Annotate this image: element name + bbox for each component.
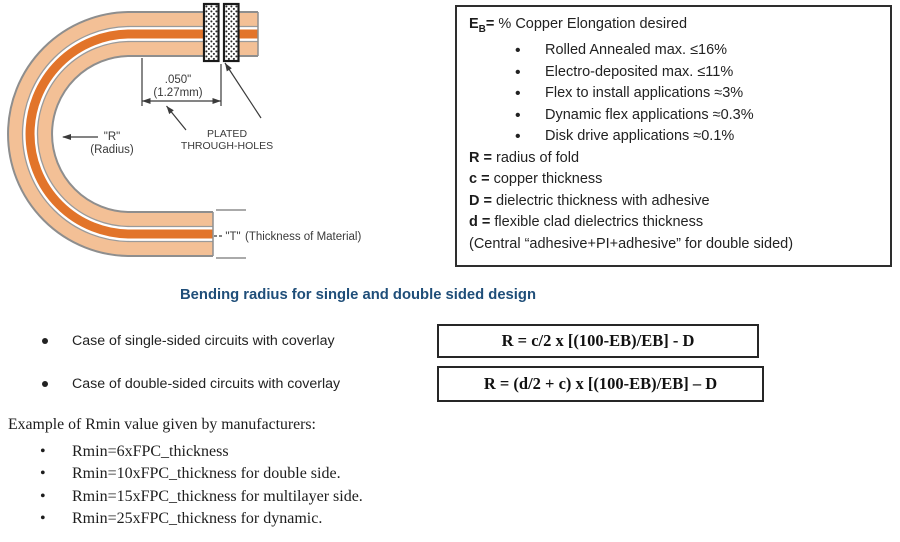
bullet-icon <box>42 338 48 344</box>
ribbon-inner-edge-line-outer <box>21 25 258 243</box>
definition-d: d = flexible clad dielectrics thickness <box>469 214 704 231</box>
formula-box-double-sided: R = (d/2 + c) x [(100-EB)/EB] – D <box>437 366 764 402</box>
thickness-label-sym: "T" <box>225 231 240 243</box>
plated-leader-left-arrow <box>166 106 174 115</box>
radius-label-word: (Radius) <box>90 144 134 156</box>
list-item: Rolled Annealed max. ≤16% <box>515 40 878 62</box>
dim-arrow-right <box>212 98 221 104</box>
through-hole-left <box>202 2 220 63</box>
plated-label-line1: PLATED <box>207 128 247 140</box>
definition-c: c = copper thickness <box>469 171 603 188</box>
thickness-label-text: (Thickness of Material) <box>245 231 361 243</box>
dim-inch-label: .050" <box>165 74 191 86</box>
case-label: Case of single-sided circuits with cover… <box>72 333 335 349</box>
through-hole-right <box>222 2 240 63</box>
plated-label-line2: THROUGH-HOLES <box>181 140 273 152</box>
list-item: Rmin=10xFPC_thickness for double side. <box>40 463 648 486</box>
copper-layer <box>25 29 258 239</box>
plated-leader-right <box>224 62 262 119</box>
dim-mm-label: (1.27mm) <box>153 87 202 99</box>
examples-heading: Example of Rmin value given by manufactu… <box>8 416 316 433</box>
definition-R: R = radius of fold <box>469 149 580 166</box>
list-item: Rmin=25xFPC_thickness for dynamic. <box>40 508 648 531</box>
flex-bend-diagram-svg: .050" (1.27mm) PLATED THROUGH-HOLES "R" … <box>7 2 361 259</box>
legend-box: EB= % Copper Elongation desired Rolled A… <box>455 5 892 267</box>
dim-arrow-left <box>142 98 151 104</box>
legend-title: EB= % Copper Elongation desired <box>469 14 878 40</box>
case-row-double-sided: Case of double-sided circuits with cover… <box>0 366 900 402</box>
central-adhesive-note: (Central “adhesive+PI+adhesive” for doub… <box>469 235 794 252</box>
case-row-single-sided: Case of single-sided circuits with cover… <box>0 324 900 358</box>
definition-D: D = dielectric thickness with adhesive <box>469 192 710 209</box>
list-item: Rmin=6xFPC_thickness <box>40 441 648 464</box>
formula-box-single-sided: R = c/2 x [(100-EB)/EB] - D <box>437 324 759 358</box>
elongation-list: Rolled Annealed max. ≤16% Electro-deposi… <box>469 40 878 148</box>
rmin-examples-list: Rmin=6xFPC_thickness Rmin=10xFPC_thickne… <box>8 441 648 530</box>
rmin-examples-section: Example of Rmin value given by manufactu… <box>8 415 648 530</box>
bullet-icon <box>42 381 48 387</box>
list-item: Rmin=15xFPC_thickness for multilayer sid… <box>40 486 648 509</box>
legend-title-text: % Copper Elongation desired <box>498 16 688 32</box>
list-item: Electro-deposited max. ≤11% <box>515 62 878 84</box>
list-item: Flex to install applications ≈3% <box>515 83 878 105</box>
radius-label-sym: "R" <box>104 131 120 143</box>
list-item: Dynamic flex applications ≈0.3% <box>515 105 878 127</box>
plated-leader-right-arrow <box>225 63 232 72</box>
through-hole-gap <box>218 4 224 61</box>
eb-symbol: EB= <box>469 16 495 35</box>
case-label: Case of double-sided circuits with cover… <box>72 376 341 392</box>
section-heading: Bending radius for single and double sid… <box>180 287 536 303</box>
flex-bend-diagram: .050" (1.27mm) PLATED THROUGH-HOLES "R" … <box>0 0 452 276</box>
list-item: Disk drive applications ≈0.1% <box>515 126 878 148</box>
ribbon-inner-edge-line-inner <box>36 40 258 228</box>
radius-arrowhead <box>62 134 71 140</box>
